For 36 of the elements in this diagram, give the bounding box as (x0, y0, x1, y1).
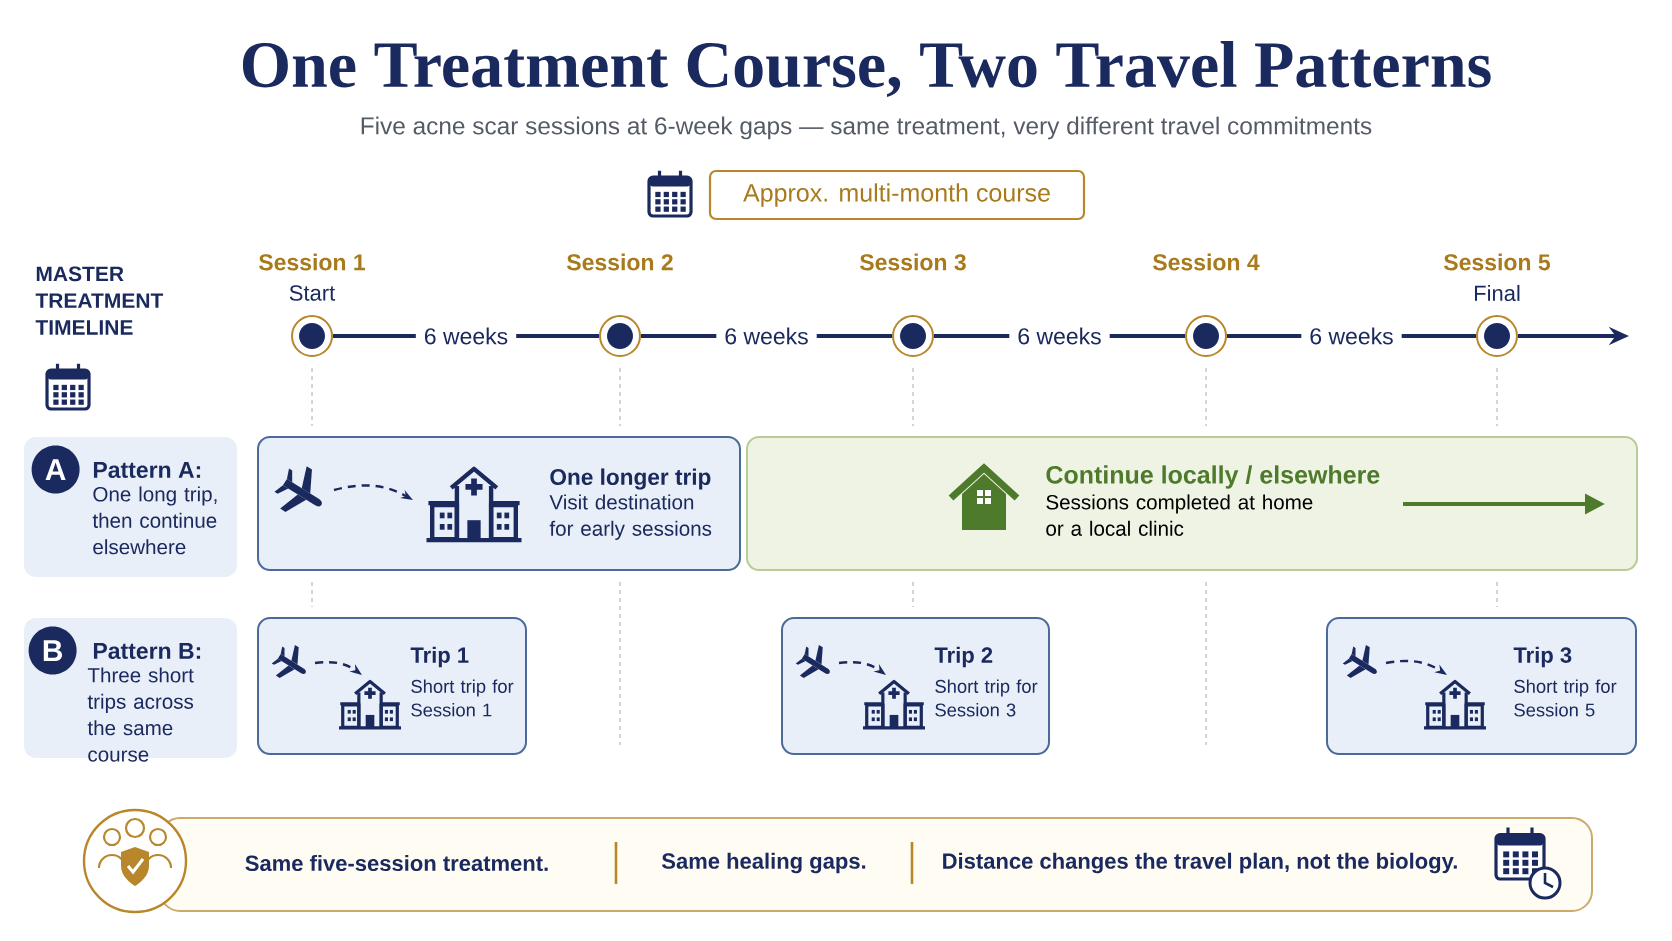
session-note: Start (289, 285, 336, 301)
box-heading: One longer trip (550, 468, 711, 490)
box-heading: Trip 2 (934, 646, 993, 668)
edge-label: 6 weeks (415, 319, 517, 353)
session-label: Session 3 (859, 253, 966, 271)
summary-text: Distance changes the travel plan, not the biology. (943, 852, 1457, 874)
timeline-heading: MASTER TREATMENT TIMELINE (35, 266, 164, 335)
session-label: Session 1 (258, 253, 366, 271)
session-label: Session 4 (1152, 253, 1260, 271)
box-heading: Continue locally / elsewhere (1046, 465, 1380, 489)
subtitle: Five acne scar sessions at 6-week gaps — same treatment, very different travel commitments (361, 116, 1372, 140)
course-box: Approx. multi-month course (708, 169, 1086, 221)
edge-label: 6 weeks (1301, 319, 1402, 353)
edge-label: 6 weeks (716, 319, 817, 353)
pattern-card (24, 618, 237, 762)
card-text: Three short trips across the same course (87, 667, 194, 762)
edge-label: 6 weeks (1009, 319, 1110, 353)
title: One Treatment Course, Two Travel Patterns (243, 41, 1491, 97)
summary-text: Same healing gaps. (661, 852, 866, 874)
letter-badge: A (31, 445, 80, 494)
card-text: One long trip, then continue elsewhere (92, 486, 217, 555)
session-label: Session 2 (566, 253, 673, 271)
box-text: Sessions completed at home or a local clinic (1046, 494, 1313, 536)
box-text: Visit destination for early sessions (549, 494, 712, 540)
summary-text: Same five-session treatment. (245, 854, 548, 872)
box-heading: Trip 1 (410, 646, 469, 668)
card-heading: Pattern A: (93, 462, 201, 478)
pattern-card (24, 437, 237, 577)
box-text: Short trip for Session 3 (935, 679, 1038, 717)
session-label: Session 5 (1443, 253, 1551, 271)
card-heading: Pattern B: (93, 643, 201, 659)
box-text: Short trip for Session 1 (411, 679, 514, 717)
letter-badge: B (28, 626, 77, 675)
box-text: Short trip for Session 5 (1514, 679, 1617, 717)
box-heading: Trip 3 (1513, 646, 1572, 668)
session-note: Final (1475, 284, 1520, 302)
